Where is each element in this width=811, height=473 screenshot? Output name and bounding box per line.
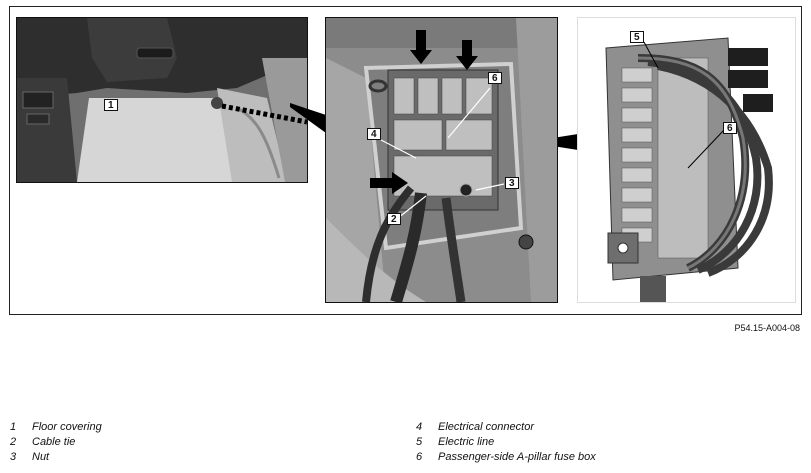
legend-number: 3 <box>10 451 17 463</box>
legend-item: 6 Passenger-side A-pillar fuse box <box>416 450 596 465</box>
callout-1: 1 <box>104 99 118 111</box>
footwell-overview-photo <box>16 17 308 183</box>
fuse-box-detail-illustration <box>578 18 795 302</box>
legend-item: 2 Cable tie <box>10 435 102 450</box>
legend-label: Cable tie <box>32 436 76 448</box>
legend-label: Floor covering <box>32 421 102 433</box>
legend-item: 5 Electric line <box>416 435 596 450</box>
legend-item: 4 Electrical connector <box>416 420 596 435</box>
fuse-box-installed-photo <box>325 17 558 303</box>
legend-number: 6 <box>416 451 423 463</box>
legend-label: Nut <box>32 451 50 463</box>
legend-label: Electric line <box>438 436 495 448</box>
zoom-connector-left <box>290 103 326 133</box>
callout-4: 4 <box>367 128 381 140</box>
legend-label: Passenger-side A-pillar fuse box <box>438 451 596 463</box>
fuse-box-detail-photo <box>577 17 796 303</box>
fuse-box-installed-illustration <box>326 18 557 302</box>
legend-number: 4 <box>416 421 423 433</box>
callout-3: 3 <box>505 177 519 189</box>
footwell-illustration <box>17 18 307 182</box>
legend-number: 1 <box>10 421 17 433</box>
callout-5: 5 <box>630 31 644 43</box>
callout-2: 2 <box>387 213 401 225</box>
legend-left-column: 1 Floor covering 2 Cable tie 3 Nut <box>10 420 102 465</box>
callout-6-mid: 6 <box>488 72 502 84</box>
callout-6-right: 6 <box>723 122 737 134</box>
legend-item: 1 Floor covering <box>10 420 102 435</box>
zoom-connector-right <box>540 134 578 150</box>
figure-identifier: P54.15-A004-08 <box>734 323 800 333</box>
legend-number: 5 <box>416 436 423 448</box>
legend-number: 2 <box>10 436 17 448</box>
legend-right-column: 4 Electrical connector 5 Electric line 6 Pa… <box>416 420 596 465</box>
legend-item: 3 Nut <box>10 450 102 465</box>
legend-label: Electrical connector <box>438 421 534 433</box>
